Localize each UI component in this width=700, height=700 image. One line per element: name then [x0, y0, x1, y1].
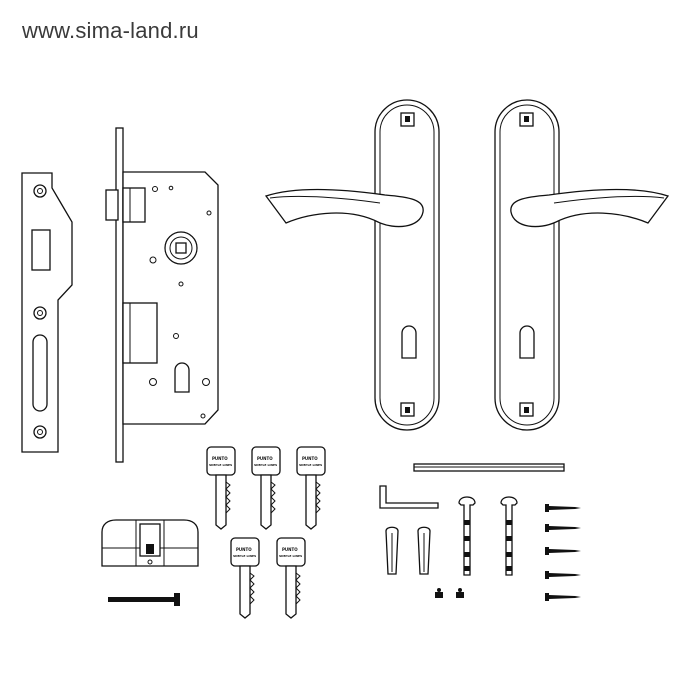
key: PUNTO SIMPLE LINES	[230, 537, 260, 619]
lever-handle-left	[264, 99, 440, 431]
euro-cylinder	[101, 519, 199, 567]
key: PUNTO SIMPLE LINES	[206, 446, 236, 530]
screw-hole-icon	[33, 306, 47, 320]
key-set: PUNTO SIMPLE LINES PUNTO SIMPLE LINES PU…	[206, 446, 326, 619]
small-nuts	[435, 588, 464, 598]
wood-screws	[545, 504, 581, 601]
screw-icon	[545, 593, 581, 601]
allen-key-icon	[379, 485, 439, 509]
svg-text:PUNTO: PUNTO	[236, 547, 252, 552]
screw-icon	[545, 524, 581, 532]
svg-text:PUNTO: PUNTO	[257, 456, 273, 461]
tie-bolts	[458, 496, 518, 576]
svg-text:PUNTO: PUNTO	[282, 547, 298, 552]
svg-text:SIMPLE LINES: SIMPLE LINES	[233, 554, 256, 558]
cylinder-screw	[108, 593, 180, 606]
svg-text:SIMPLE LINES: SIMPLE LINES	[299, 463, 322, 467]
spindle-hub	[164, 231, 198, 265]
lever-handle-right	[494, 99, 670, 431]
screw-hole-icon	[33, 184, 47, 198]
mortise-lock-body	[105, 127, 219, 463]
screw-icon	[545, 547, 581, 555]
site-watermark: www.sima-land.ru	[22, 18, 199, 43]
svg-text:PUNTO: PUNTO	[302, 456, 318, 461]
strike-plate	[21, 172, 73, 453]
screw-icon	[545, 504, 581, 512]
svg-text:PUNTO: PUNTO	[212, 456, 228, 461]
handle-pins	[385, 526, 431, 575]
screw-icon	[545, 571, 581, 579]
svg-text:SIMPLE LINES: SIMPLE LINES	[279, 554, 302, 558]
key: PUNTO SIMPLE LINES	[296, 446, 326, 530]
key: PUNTO SIMPLE LINES	[251, 446, 281, 530]
square-spindle	[413, 463, 565, 472]
screw-hole-icon	[33, 425, 47, 439]
svg-text:SIMPLE LINES: SIMPLE LINES	[254, 463, 277, 467]
key: PUNTO SIMPLE LINES	[276, 537, 306, 619]
svg-text:SIMPLE LINES: SIMPLE LINES	[209, 463, 232, 467]
